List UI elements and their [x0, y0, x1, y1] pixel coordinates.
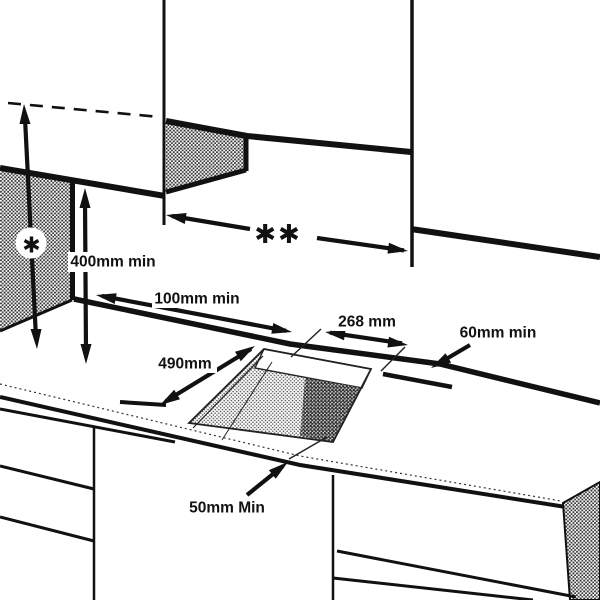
worktop: [0, 296, 600, 600]
dimension-front-clearance: 50mm Min: [187, 436, 328, 517]
arrowhead-right-icon: [271, 323, 292, 334]
dimension-cutout-depth: 490mm: [119, 346, 255, 407]
worktop-back-edge-segment: [382, 371, 453, 390]
label-background: [253, 220, 303, 247]
worktop-front-edge: [0, 395, 567, 509]
arrowhead-left-icon: [166, 213, 187, 224]
dimension-cutout-width: 268 mm: [290, 312, 408, 372]
worktop-front-highlight: [0, 383, 562, 502]
label-background: [457, 323, 540, 342]
worktop-back-edge: [73, 296, 600, 406]
dim-shaft: [101, 293, 287, 333]
dimension-backsplash-height: 400mm min: [68, 188, 159, 364]
dimension-hood-width: ✱✱: [166, 213, 408, 254]
drawer-line-left-top: [0, 464, 95, 491]
drawer-line-right-bottom: [332, 576, 534, 600]
cabinet-panel-bottom-edge: [165, 167, 247, 195]
label-background: [187, 498, 268, 517]
arrowhead-icon: [268, 462, 288, 479]
arrowhead-right-icon: [387, 242, 408, 254]
front-clearance-label: 50mm Min: [189, 500, 265, 517]
drawer-line-left-bottom: [0, 515, 95, 543]
dimension-rear-clearance: 60mm min: [431, 323, 540, 368]
label-background: [154, 354, 217, 373]
left-clearance-label: 100mm min: [154, 291, 239, 308]
wall-cabinet-right: [410, 0, 600, 267]
leader-line: [288, 436, 328, 460]
dimension-hood-clearance: ✱: [15, 104, 47, 349]
hood-width-symbol: ✱✱: [254, 219, 302, 249]
hood-clearance-symbol: ✱: [22, 233, 40, 258]
worktop-end-panel-hatch: [561, 480, 600, 600]
label-background: [68, 252, 159, 272]
cutout-width-label: 268 mm: [338, 314, 396, 331]
dim-shaft: [82, 199, 89, 353]
symbol-badge: [15, 227, 47, 259]
arrowhead-down-icon: [30, 329, 42, 349]
arrowhead-down-icon: [80, 344, 92, 364]
cutout-inner-left-shadow-line: [221, 361, 273, 441]
arrowhead-up-icon: [79, 188, 91, 208]
arrowhead-left-icon: [325, 329, 346, 341]
arrowhead-up-icon: [19, 104, 31, 124]
cutout-depth-label: 490mm: [158, 356, 211, 373]
cutout-right-inner-shadow: [300, 378, 362, 442]
backsplash-height-label: 400mm min: [70, 254, 155, 271]
base-cabinets: [0, 427, 577, 600]
extension-line-left: [290, 328, 322, 358]
label-background: [335, 312, 399, 331]
wall-cabinet-left: [162, 0, 249, 225]
dim-shaft: [164, 347, 253, 403]
dimension-left-clearance: 100mm min: [96, 289, 292, 334]
wall-units-bottom-line: [165, 118, 412, 155]
worktop-front-edge-lower: [0, 407, 176, 444]
arrowhead-down-icon: [160, 389, 180, 405]
hob-cutout-opening: [187, 348, 373, 443]
extension-tick: [119, 400, 167, 407]
cutout-rim: [187, 348, 373, 443]
cutout-inner-left-edge: [192, 355, 264, 429]
arrowhead-up-icon: [235, 346, 255, 362]
arrowhead-left-icon: [96, 293, 117, 304]
arrowhead-icon: [431, 353, 452, 368]
cabinet-bottom-edge: [410, 226, 600, 260]
extension-line-right: [380, 346, 406, 372]
drawer-line-right-top: [336, 549, 577, 599]
arrowhead-right-icon: [387, 336, 408, 348]
hood-reference-dashed-line: [7, 101, 161, 119]
label-background: [152, 289, 243, 308]
rear-clearance-label: 60mm min: [460, 325, 537, 342]
